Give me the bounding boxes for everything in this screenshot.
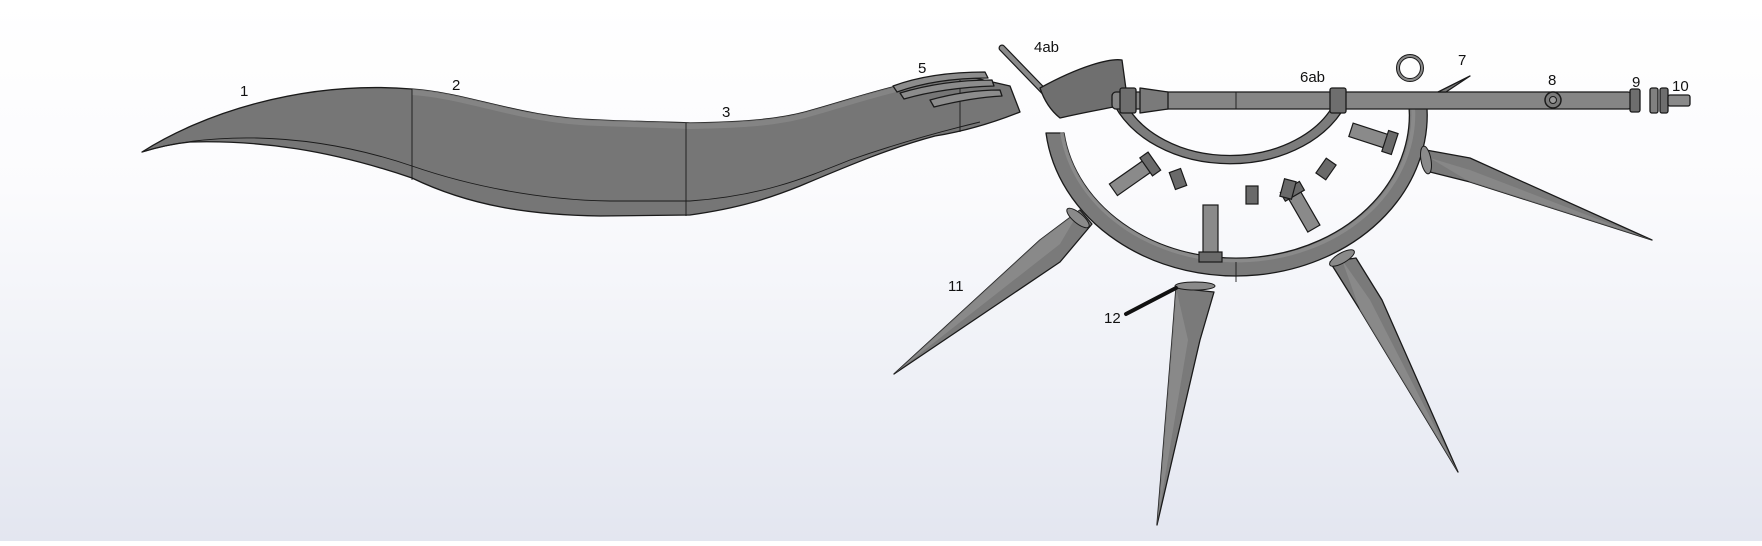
- inner-ring-block-2: [1245, 185, 1259, 205]
- inner-ring-block-1: [1168, 167, 1188, 191]
- shaft-collar-6ab: [1329, 87, 1347, 114]
- label-4ab: 4ab: [1034, 39, 1059, 56]
- ring-loop-inner: [1397, 55, 1423, 81]
- callout-labels: 1 2 3 4ab 5 6ab 7 8 9 10 11 12: [240, 39, 1689, 327]
- label-11: 11: [948, 278, 964, 295]
- guard-fin-1: [892, 71, 989, 93]
- label-3: 3: [722, 104, 730, 121]
- spike-plate-bottom-right: [1329, 249, 1355, 267]
- guard-fin-2: [899, 79, 995, 100]
- spike-plate-bottom: [1174, 281, 1216, 291]
- shaft-end-cap-10b: [1659, 87, 1669, 114]
- guard-fin-3: [929, 89, 1003, 108]
- blade: [141, 77, 1021, 217]
- spike-plate-right: [1420, 145, 1432, 175]
- label-8: 8: [1548, 72, 1556, 89]
- label-1: 1: [240, 83, 248, 100]
- guard-assembly: [892, 44, 1129, 119]
- spike-left-facet: [894, 210, 1080, 374]
- spike-right: [1425, 149, 1653, 241]
- shaft-taper: [1139, 87, 1169, 114]
- shaft-tip: [1667, 94, 1691, 107]
- label-6ab: 6ab: [1300, 69, 1325, 86]
- spoke-2: [1198, 204, 1223, 263]
- spokes: [1108, 122, 1399, 263]
- pin-12: [1124, 286, 1178, 316]
- shaft: [1111, 75, 1691, 114]
- blade-bevel: [141, 121, 981, 202]
- spikes: [893, 145, 1653, 526]
- lever-7: [1437, 75, 1471, 93]
- spike-bottom: [1156, 287, 1215, 526]
- spoke-4: [1348, 122, 1399, 156]
- label-2: 2: [452, 77, 460, 94]
- outer-ring-body: [1045, 96, 1428, 277]
- shaft-collar-left: [1119, 87, 1137, 114]
- shaft-end-cap-9: [1629, 88, 1641, 113]
- label-12: 12: [1104, 310, 1121, 327]
- shaft-end-cap-10a: [1649, 87, 1659, 114]
- guard-hook: [1039, 59, 1129, 119]
- spike-bottom-right-facet: [1342, 260, 1458, 472]
- inner-ring-block-3: [1279, 178, 1297, 200]
- label-7: 7: [1458, 52, 1466, 69]
- spike-bottom-facet: [1157, 288, 1188, 525]
- shaft-pin-8-hole: [1549, 96, 1557, 104]
- spoke-1: [1108, 151, 1162, 197]
- label-10: 10: [1672, 78, 1689, 95]
- spike-right-facet: [1430, 158, 1652, 240]
- label-5: 5: [918, 60, 926, 77]
- spike-plate-left: [1066, 207, 1090, 229]
- inner-ring-block-4: [1315, 157, 1337, 181]
- blade-upper-facet: [412, 84, 905, 129]
- label-9: 9: [1632, 74, 1640, 91]
